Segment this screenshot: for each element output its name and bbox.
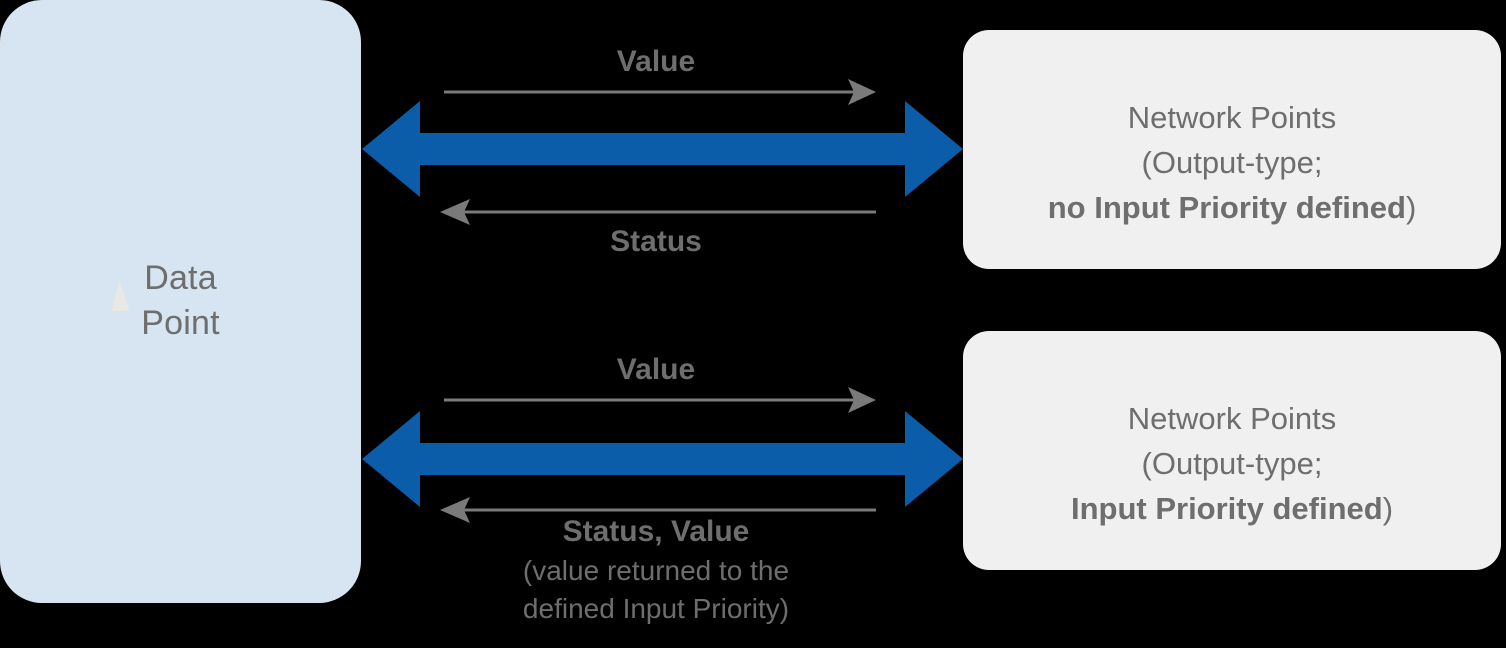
caption-status-bottom: Status, Value (value returned to the def…: [420, 512, 892, 628]
arrow-right-icon-top: [444, 78, 876, 106]
network-points-node-with-priority: Network Points (Output-type; Input Prior…: [963, 331, 1501, 570]
np-bottom-line3-bold: Input Priority defined: [1070, 491, 1383, 526]
caption-status-top: Status: [436, 222, 876, 262]
data-point-label: Data Point: [0, 256, 361, 346]
caption-status-bottom-text: Status, Value: [562, 515, 750, 548]
caption-value-top: Value: [436, 42, 876, 82]
np-bottom-line3-tail: ): [1382, 491, 1394, 526]
np-bottom-line1: Network Points: [1127, 401, 1337, 436]
bidirectional-arrow-icon-bottom: [362, 409, 963, 509]
network-points-with-priority-label: Network Points (Output-type; Input Prior…: [963, 396, 1501, 531]
data-point-label-line1: Data: [144, 259, 217, 297]
data-point-label-line2: Point: [141, 304, 220, 342]
np-top-line3-bold: no Input Priority defined: [1047, 190, 1406, 225]
np-top-line1: Network Points: [1127, 100, 1337, 135]
bidirectional-arrow-icon-top: [362, 99, 963, 199]
data-point-node: Data Point: [0, 0, 361, 603]
network-points-node-no-priority: Network Points (Output-type; no Input Pr…: [963, 30, 1501, 269]
arrow-left-icon-top: [440, 198, 876, 226]
caption-status-top-text: Status: [610, 225, 702, 258]
np-top-line2: (Output-type;: [1141, 145, 1323, 180]
caption-value-bottom-text: Value: [616, 353, 696, 386]
np-bottom-line2: (Output-type;: [1141, 446, 1323, 481]
np-top-line3-tail: ): [1405, 190, 1417, 225]
caption-value-top-text: Value: [616, 45, 696, 78]
caption-value-bottom: Value: [436, 350, 876, 390]
arrow-right-icon-bottom: [444, 386, 876, 414]
network-points-no-priority-label: Network Points (Output-type; no Input Pr…: [963, 95, 1501, 230]
caption-status-bottom-note-line1: (value returned to the: [522, 555, 790, 586]
arrow-left-icon-bottom: [440, 496, 876, 524]
caption-status-bottom-note-line2: defined Input Priority): [522, 593, 790, 624]
